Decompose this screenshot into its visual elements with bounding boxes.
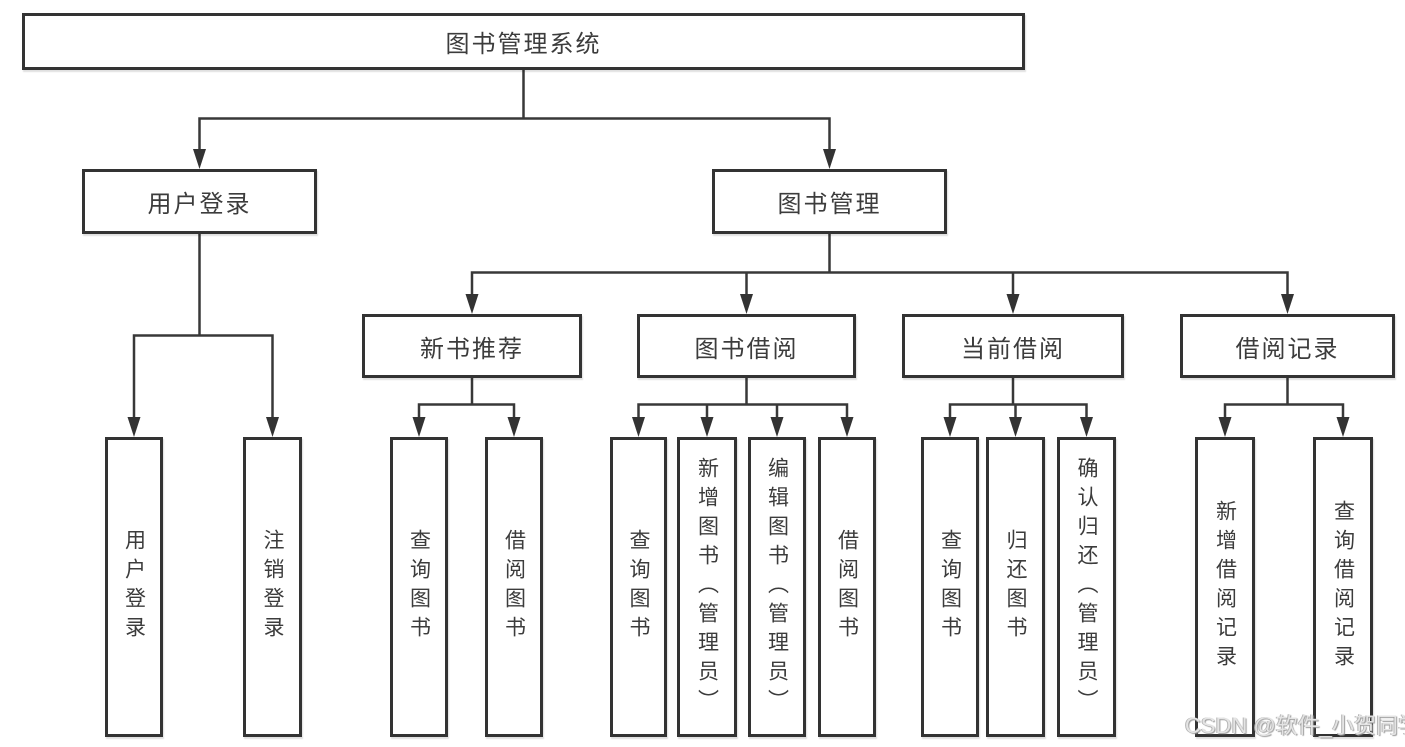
arrowhead [1006,294,1020,314]
arrowhead [1009,417,1022,437]
leaf-label: 查询图书 [627,529,650,645]
leaf-query-books-recommend: 查询图书 [390,437,448,737]
leaf-label: 注销登录 [261,529,284,645]
leaf-label: 新增图书（管理员） [695,456,719,718]
leaf-label: 查询借阅记录 [1331,500,1355,674]
leaf-add-books-admin: 新增图书（管理员） [677,437,737,737]
arrowhead [1080,417,1093,437]
node-borrowing-records: 借阅记录 [1180,314,1395,378]
leaf-label: 归还图书 [1004,529,1027,645]
node-label: 图书借阅 [694,335,799,363]
node-book-borrowing: 图书借阅 [637,314,856,378]
arrowhead [700,417,714,437]
leaf-query-books-current: 查询图书 [921,437,979,737]
leaf-borrow-books-recommend: 借阅图书 [485,437,543,737]
arrowhead [1218,417,1232,437]
leaf-logout: 注销登录 [243,437,302,737]
arrowhead [1281,294,1294,314]
arrowhead [840,417,854,437]
leaf-user-login: 用户登录 [105,437,163,737]
arrowhead [740,294,753,314]
arrowhead [465,294,479,314]
leaf-return-books: 归还图书 [986,437,1045,737]
leaf-query-borrow-record: 查询借阅记录 [1313,437,1373,737]
leaf-edit-books-admin: 编辑图书（管理员） [748,437,806,737]
leaf-borrow-books: 借阅图书 [818,437,876,737]
node-user-login-label: 用户登录 [147,191,252,218]
node-current-borrowing: 当前借阅 [902,314,1124,378]
node-book-management: 图书管理 [712,169,947,234]
leaf-confirm-return-admin: 确认归还（管理员） [1057,437,1116,737]
watermark: CSDN @软件_小贺同学 [1185,713,1405,738]
leaf-add-borrow-record: 新增借阅记录 [1195,437,1255,737]
leaf-label: 借阅图书 [835,529,859,645]
node-root-label: 图书管理系统 [445,31,602,58]
arrowheads [127,149,1350,437]
arrowhead [770,417,784,437]
arrowhead [193,149,206,169]
connector-lines [132,70,1345,418]
node-new-book-recommendation: 新书推荐 [362,314,582,378]
leaf-label: 查询图书 [938,529,962,645]
arrowhead [127,417,141,437]
leaf-label: 编辑图书（管理员） [765,456,789,718]
arrowhead [1336,417,1350,437]
node-book-management-label: 图书管理 [777,191,882,218]
leaf-label: 新增借阅记录 [1213,500,1237,674]
leaf-label: 确认归还（管理员） [1075,456,1098,718]
arrowhead [412,417,426,437]
arrowhead [943,417,957,437]
node-user-login: 用户登录 [82,169,317,234]
leaf-label: 用户登录 [122,529,146,645]
leaf-query-books-borrowing: 查询图书 [610,437,667,737]
arrowhead [507,417,521,437]
arrowhead [632,417,645,437]
node-root: 图书管理系统 [22,13,1025,70]
node-label: 借阅记录 [1235,335,1340,363]
node-label: 当前借阅 [961,335,1065,363]
leaf-label: 查询图书 [407,529,431,645]
arrowhead [266,417,279,437]
node-label: 新书推荐 [420,335,524,363]
leaf-label: 借阅图书 [502,529,526,645]
arrowhead [823,149,836,169]
